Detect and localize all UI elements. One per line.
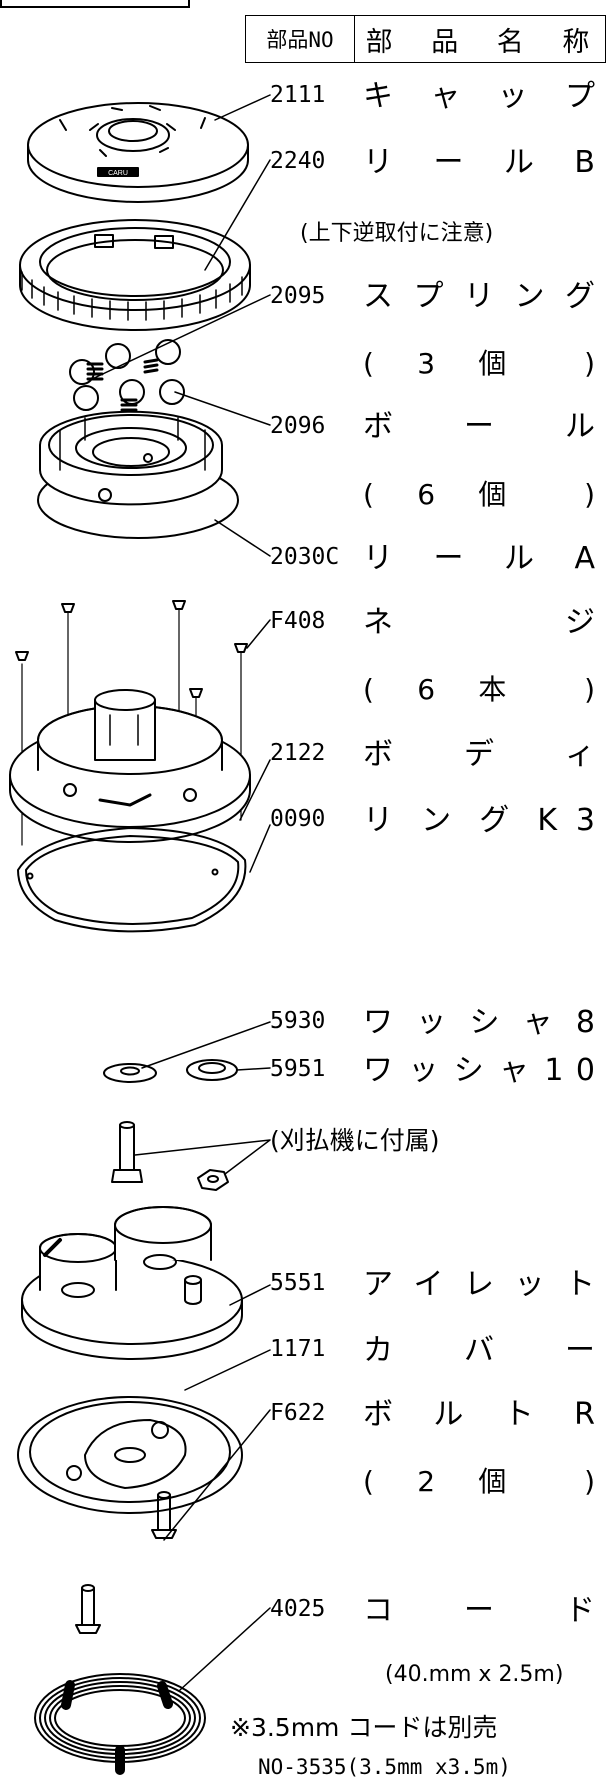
cord-size-note: (40.mm x 2.5m): [385, 1662, 564, 1687]
part-no-2095: 2095: [270, 283, 326, 309]
part-no-5551: 5551: [270, 1270, 326, 1296]
washers-drawing: [103, 1059, 238, 1083]
part-name-reel-b: リ ー ル B: [363, 145, 595, 180]
part-name-cover: カ バ ー: [363, 1333, 595, 1368]
header-part-name: 部 品 名 称: [354, 15, 606, 63]
leader-lines: [89, 94, 271, 1691]
cap-drawing: CARU: [27, 102, 249, 203]
header-part-no: 部品NO: [245, 15, 355, 63]
part-no-4025: 4025: [270, 1596, 326, 1622]
screw-quantity: ( 6 本 ): [363, 673, 595, 706]
eyelet-drawing: [21, 1206, 243, 1360]
part-name-body: ボ デ ィ: [363, 737, 595, 772]
part-no-2030c: 2030C: [270, 544, 340, 570]
part-no-5951: 5951: [270, 1056, 326, 1082]
part-no-f408: F408: [270, 608, 326, 634]
cord-sold-separately-note: ※3.5mm コードは別売: [230, 1713, 498, 1742]
part-no-2240: 2240: [270, 148, 326, 174]
part-no-2096: 2096: [270, 413, 326, 439]
part-name-cap: キ ャ ッ プ: [363, 79, 595, 114]
svg-text:CARU: CARU: [108, 170, 128, 177]
bolt-r-quantity: ( 2 個 ): [363, 1465, 595, 1498]
body-drawing: [9, 689, 251, 843]
cover-drawing: [17, 1396, 243, 1514]
part-name-eyelet: ア イ レ ッ ト: [363, 1267, 595, 1302]
part-name-reel-a: リ ー ル A: [363, 541, 595, 576]
cord-drawing: [34, 1673, 206, 1775]
part-name-washer-8: ワ ッ シ ャ 8: [363, 1005, 595, 1040]
part-name-ring-k3: リ ン グ K 3: [363, 803, 595, 838]
part-name-washer-10: ワ ッ シ ャ 1 0: [363, 1053, 595, 1088]
accessory-note: (刈払機に付属): [270, 1126, 440, 1155]
part-name-screw: ネ ジ: [363, 605, 595, 640]
part-no-0090: 0090: [270, 806, 326, 832]
part-name-bolt-r: ボ ル ト R: [363, 1397, 595, 1432]
ball-quantity: ( 6 個 ): [363, 478, 595, 511]
part-no-1171: 1171: [270, 1336, 326, 1362]
header-tab: [0, 0, 190, 8]
bolt-and-nut-drawing: [111, 1121, 229, 1191]
spring-quantity: ( 3 個 ): [363, 347, 595, 380]
part-no-2111: 2111: [270, 82, 326, 108]
cord-part-number: NO-3535(3.5mm x3.5m): [258, 1755, 511, 1779]
part-name-ball: ボ ー ル: [363, 409, 595, 444]
part-no-f622: F622: [270, 1400, 326, 1426]
ring-drawing: [17, 827, 247, 933]
reel-a-drawing: [37, 410, 239, 539]
part-name-cord: コ ー ド: [363, 1593, 595, 1628]
part-name-spring: ス プ リ ン グ: [363, 279, 595, 314]
part-no-2122: 2122: [270, 740, 326, 766]
springs-and-balls-drawing: [69, 339, 185, 417]
reel-b-drawing: [19, 219, 251, 331]
reel-b-mounting-note: (上下逆取付に注意): [300, 221, 494, 246]
part-no-5930: 5930: [270, 1008, 326, 1034]
